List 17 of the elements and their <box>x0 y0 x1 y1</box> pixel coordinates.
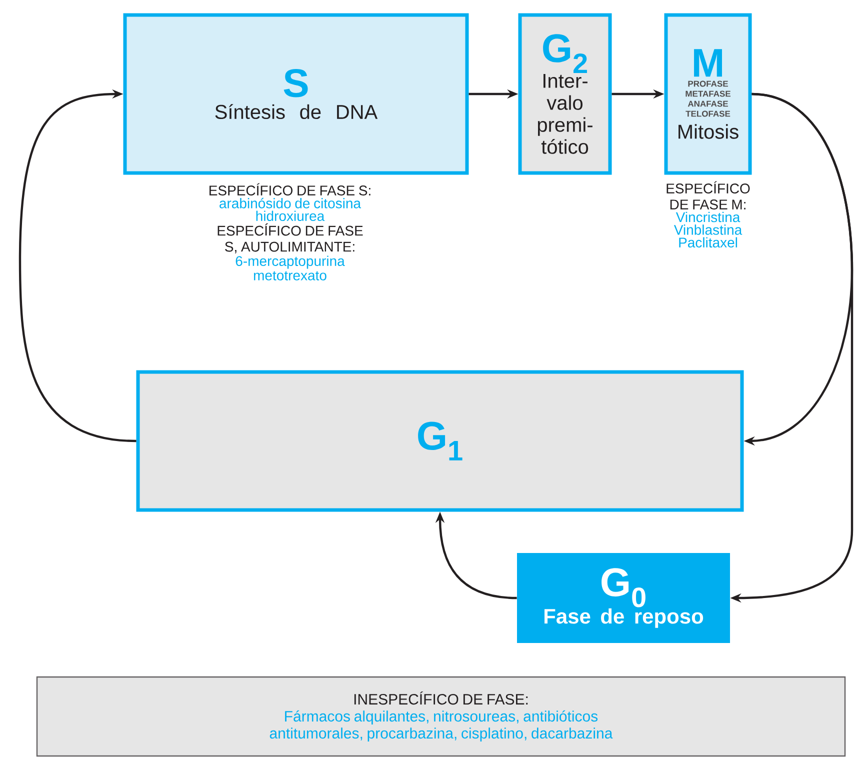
phase-box: G$_{1}$ <box>136 370 744 512</box>
annotation-text: ESPECÍFICO DE FASE S: <box>210 183 370 196</box>
annotation-text: Vinblastina <box>674 224 742 235</box>
phase-box: M PROFASE METAFASE ANAFASE TELOFASE Mitosis <box>664 13 752 175</box>
annotation-text: 6-mercaptopurina <box>236 256 345 269</box>
phase-box: G$_{0}$ Fase de reposo <box>517 553 730 643</box>
annotation-text: ESPECÍFICO DE FASE M: <box>666 181 750 210</box>
arrow <box>18 89 136 442</box>
note-box: INESPECÍFICO DE FASE: Fármacos alquilantes, nitrosoureas, antibióticos antitumorales, procarbazina, cisplatino, dacarbazina <box>36 676 846 757</box>
annotation-text: metotrexato <box>254 271 326 280</box>
phase-box: S Síntesis de DNA <box>123 13 469 175</box>
annotation-text: Paclitaxel <box>679 237 738 248</box>
annotation-text: arabinósido de citosina <box>220 198 362 208</box>
annotation-text: ESPECÍFICO DE FASE S, AUTOLIMITANTE: <box>218 223 363 254</box>
annotation-text: Vincristina <box>676 212 740 222</box>
phase-box: G$_{2}$ Inter- valo premi- tótico <box>518 13 612 175</box>
annotation-text: hidroxiurea <box>256 210 325 222</box>
